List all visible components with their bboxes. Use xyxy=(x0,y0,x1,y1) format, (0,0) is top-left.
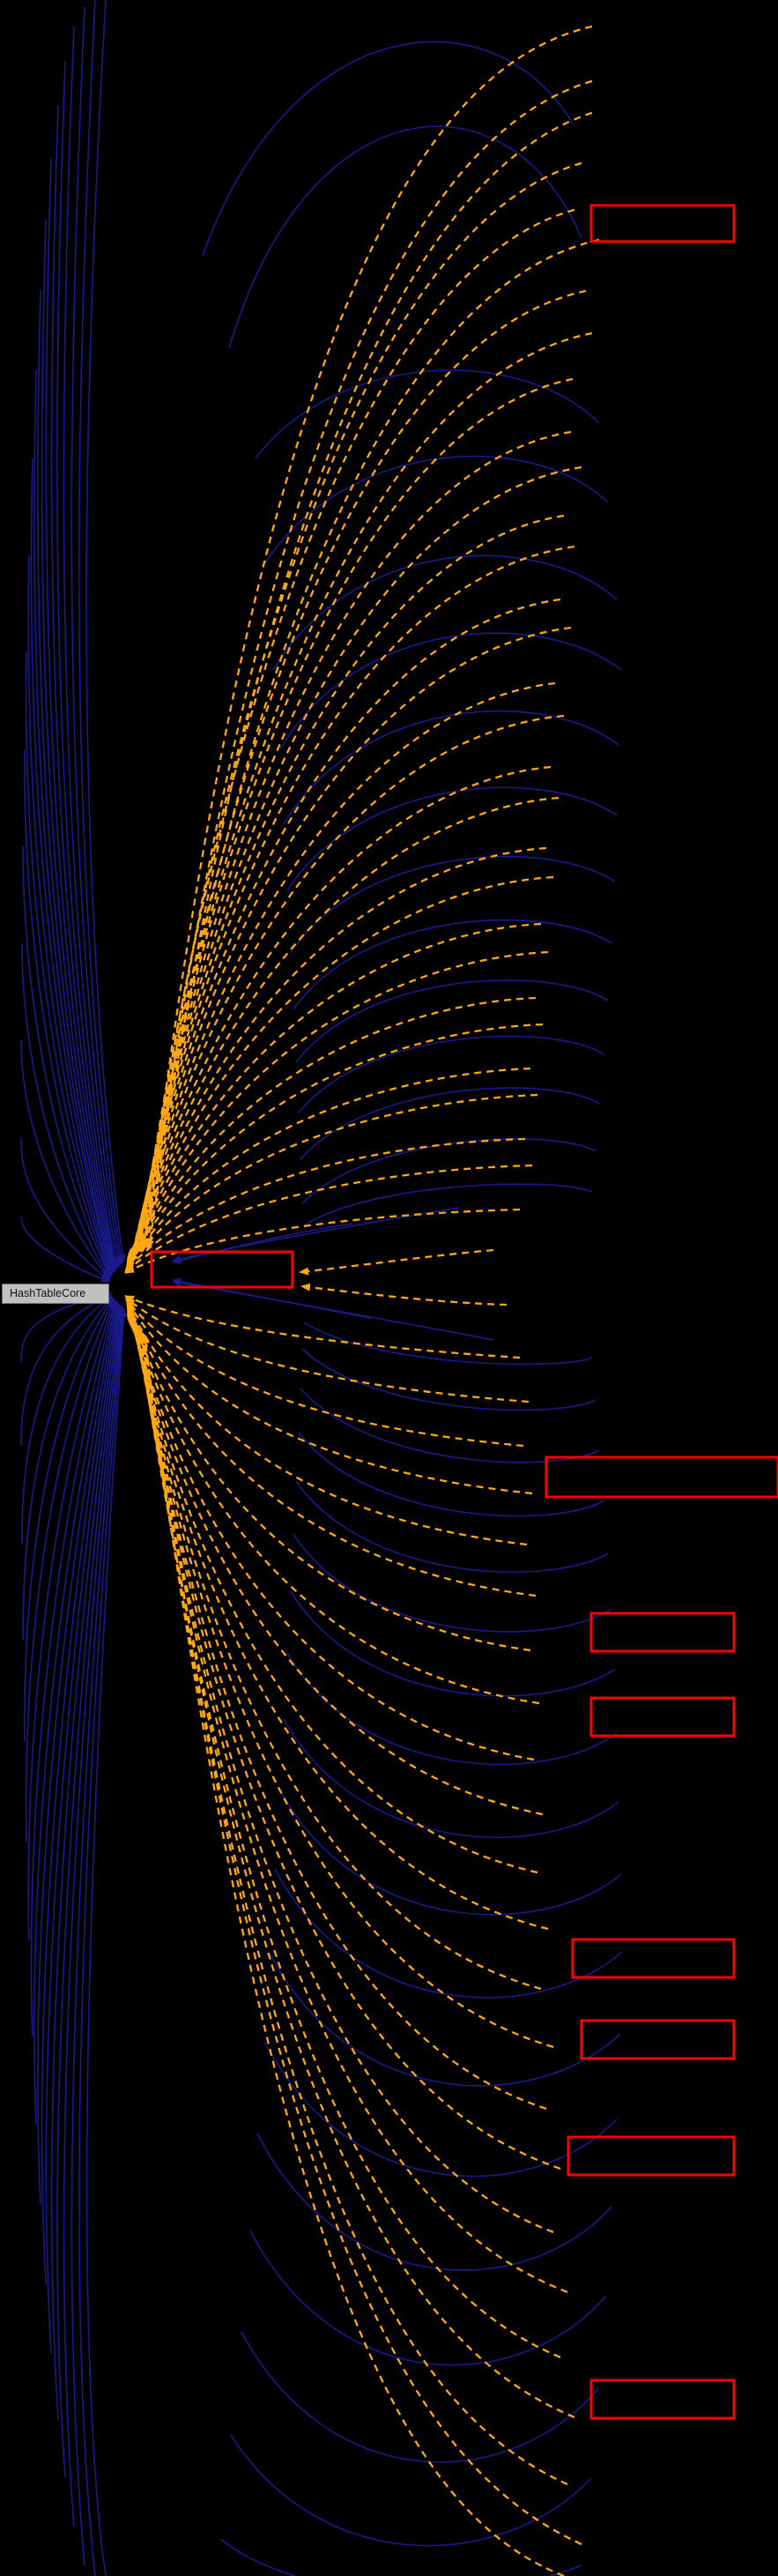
node-2[interactable] xyxy=(545,1456,778,1499)
node-3[interactable] xyxy=(589,1612,736,1653)
node-6[interactable] xyxy=(580,2019,736,2060)
callee-edges-orange xyxy=(124,25,600,2576)
node-8[interactable] xyxy=(589,2379,736,2420)
node-7[interactable] xyxy=(567,2135,736,2177)
center-node-rect[interactable] xyxy=(150,1250,294,1289)
node-tooltip: HashTableCore xyxy=(2,1284,109,1304)
node-4[interactable] xyxy=(589,1696,736,1738)
highlight-nodes[interactable] xyxy=(545,204,778,2420)
node-5[interactable] xyxy=(571,1938,736,1979)
center-node[interactable] xyxy=(150,1250,294,1289)
node-1[interactable] xyxy=(589,204,736,243)
